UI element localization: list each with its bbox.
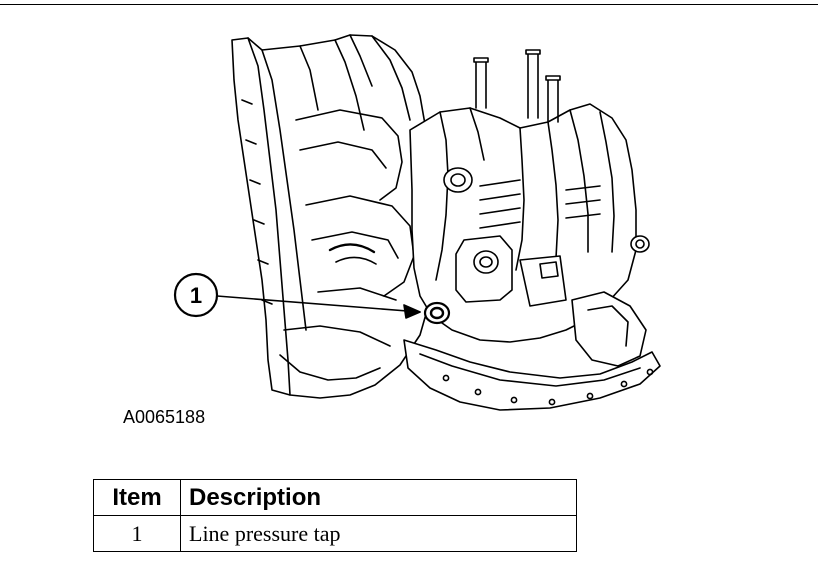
legend-table: Item Description 1 Line pressure tap	[93, 479, 577, 552]
callout-1: 1	[173, 272, 421, 319]
callout-1-circle	[173, 272, 219, 318]
legend-header-row: Item Description	[93, 479, 577, 516]
callout-1-arrowhead	[403, 304, 421, 319]
bell-housing	[231, 34, 437, 399]
legend-cell-description: Line pressure tap	[180, 515, 577, 552]
callout-1-leader-line	[216, 295, 421, 313]
figure-id-label: A0065188	[123, 407, 206, 427]
legend-cell-item: 1	[93, 515, 181, 552]
transaxle-case	[409, 49, 650, 343]
legend-header-description: Description	[180, 479, 577, 516]
line-pressure-tap-port	[423, 301, 451, 325]
valve-body-cover	[571, 291, 647, 367]
callout-1-number: 1	[190, 283, 202, 308]
table-row: 1 Line pressure tap	[93, 515, 577, 552]
legend-header-item: Item	[93, 479, 181, 516]
oil-pan	[403, 339, 661, 411]
top-border-line	[0, 4, 818, 5]
